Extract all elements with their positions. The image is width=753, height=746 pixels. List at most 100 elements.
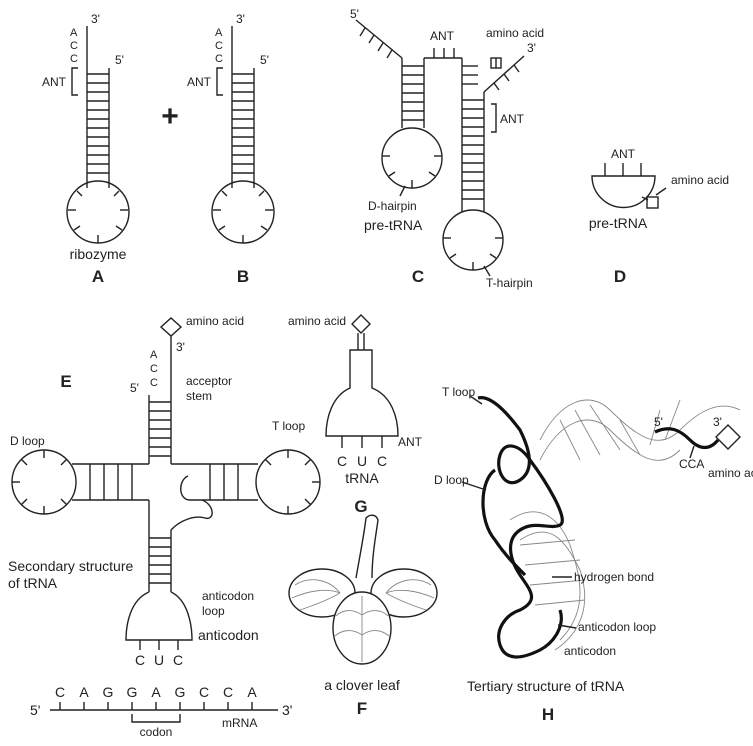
panel-f: a clover leaf F bbox=[288, 514, 438, 718]
panel-c-3prime-ticks bbox=[493, 64, 520, 91]
panel-c-t-loop bbox=[442, 209, 504, 271]
panel-c-d-loop-ticks bbox=[382, 155, 442, 188]
panel-e-anticodon-loop-1: anticodon bbox=[202, 589, 254, 603]
panel-f-stalk bbox=[355, 514, 379, 579]
panel-e: E amino acid 3' A C C 5' acceptor stem bbox=[8, 314, 321, 739]
panel-e-base-3: C bbox=[173, 652, 183, 668]
panel-g-ant: ANT bbox=[398, 435, 423, 449]
panel-b-ant: ANT bbox=[187, 75, 212, 89]
panel-d-ant: ANT bbox=[611, 147, 636, 161]
panel-e-amino-acid: amino acid bbox=[186, 314, 244, 328]
mrna-3prime: 3' bbox=[282, 702, 292, 718]
panel-h-cca: CCA bbox=[679, 457, 704, 471]
panel-a-cca-1: A bbox=[70, 27, 78, 39]
panel-e-d-loop: D loop bbox=[10, 434, 45, 448]
panel-b-ant-bracket bbox=[216, 67, 223, 96]
panel-e-t-loop-ticks bbox=[264, 450, 320, 514]
panel-a-3prime: 3' bbox=[91, 12, 100, 26]
plus-sign: + bbox=[161, 100, 179, 133]
mrna-label: mRNA bbox=[222, 716, 257, 730]
panel-a-loop bbox=[66, 180, 130, 244]
panel-c-caption: pre-tRNA bbox=[364, 217, 423, 233]
panel-e-d-loop-ticks bbox=[12, 450, 68, 514]
mrna-base-9: A bbox=[247, 684, 257, 700]
panel-e-letter: E bbox=[60, 372, 71, 391]
panel-e-d-arm-rungs bbox=[89, 464, 133, 500]
panel-c-ant-side: ANT bbox=[500, 112, 525, 126]
codon-bracket bbox=[131, 714, 181, 723]
panel-b-cca-1: A bbox=[215, 27, 223, 39]
panel-b-loop-ticks bbox=[213, 190, 273, 243]
panel-h-amino-acid-diamond bbox=[715, 424, 741, 450]
panel-e-variable-loop bbox=[170, 475, 213, 531]
panel-e-t-arm-rungs bbox=[209, 464, 239, 500]
panel-e-base-2: U bbox=[154, 652, 164, 668]
mrna-5prime: 5' bbox=[30, 702, 40, 718]
mrna-base-4: G bbox=[127, 684, 138, 700]
panel-c-d-loop bbox=[381, 127, 443, 189]
panel-b-letter: B bbox=[237, 267, 249, 286]
mrna-base-7: C bbox=[199, 684, 209, 700]
panel-b-stem-rungs bbox=[232, 73, 254, 174]
panel-b-cca-2: C bbox=[215, 40, 223, 52]
panel-c-ant-top: ANT bbox=[430, 29, 455, 43]
panel-e-title-1: Secondary structure bbox=[8, 558, 133, 574]
panel-c-ant-bracket bbox=[491, 103, 497, 133]
panel-b-5prime: 5' bbox=[260, 53, 269, 67]
panel-f-letter: F bbox=[357, 699, 367, 718]
mrna-base-8: C bbox=[223, 684, 233, 700]
panel-a-ant-bracket bbox=[71, 67, 78, 96]
panel-h-anticodon: anticodon bbox=[564, 644, 616, 658]
panel-c-t-hairpin: T-hairpin bbox=[486, 276, 533, 290]
panel-a-5prime: 5' bbox=[115, 53, 124, 67]
mrna-base-2: A bbox=[79, 684, 89, 700]
panel-e-cca-3: C bbox=[150, 377, 158, 389]
panel-f-leaf-veins bbox=[291, 579, 435, 662]
panel-c-5prime-ticks bbox=[359, 27, 393, 59]
panel-g-amino-acid-diamond bbox=[351, 314, 371, 334]
panel-e-3prime: 3' bbox=[176, 340, 185, 354]
panel-a-stem-rungs bbox=[87, 73, 109, 174]
panel-d: ANT amino acid pre-tRNA D bbox=[589, 147, 729, 286]
panel-g-body bbox=[325, 349, 399, 437]
panel-a-letter: A bbox=[92, 267, 104, 286]
panel-e-acceptor-rungs bbox=[149, 401, 171, 457]
panel-c: ANT amino acid bbox=[350, 7, 544, 290]
panel-c-letter: C bbox=[412, 267, 424, 286]
panel-e-title-2: of tRNA bbox=[8, 575, 58, 591]
panel-b-cca-3: C bbox=[215, 53, 223, 65]
panel-c-5prime: 5' bbox=[350, 7, 359, 21]
panel-c-amino-acid: amino acid bbox=[486, 26, 544, 40]
panel-a-ant: ANT bbox=[42, 75, 67, 89]
mrna-base-1: C bbox=[55, 684, 65, 700]
panel-a-cca-2: C bbox=[70, 40, 78, 52]
panel-g-base-3: C bbox=[377, 453, 387, 469]
panel-e-base-1: C bbox=[135, 652, 145, 668]
panel-h-caption: Tertiary structure of tRNA bbox=[467, 678, 625, 694]
panel-g-base-1: C bbox=[337, 453, 347, 469]
panel-c-3prime: 3' bbox=[527, 41, 536, 55]
panel-h-d-loop-strand bbox=[481, 468, 527, 577]
panel-c-t-loop-ticks bbox=[443, 237, 503, 270]
panel-e-acceptor-2: stem bbox=[186, 389, 212, 403]
panel-g: amino acid C U C tRNA ANT G bbox=[288, 314, 423, 516]
panel-h-hydrogen-bond: hydrogen bond bbox=[574, 570, 654, 584]
panel-g-letter: G bbox=[354, 497, 367, 516]
panel-b-loop bbox=[211, 180, 275, 244]
panel-e-cca-1: A bbox=[150, 349, 158, 361]
panel-d-half-disc bbox=[591, 175, 656, 209]
panel-d-amino-acid: amino acid bbox=[671, 173, 729, 187]
panel-e-anticodon-label: anticodon bbox=[198, 627, 259, 643]
panel-d-letter: D bbox=[614, 267, 626, 286]
mrna-base-5: A bbox=[151, 684, 161, 700]
panel-e-acceptor-1: acceptor bbox=[186, 374, 232, 388]
panel-e-anticodon-loop-2: loop bbox=[202, 604, 225, 618]
panel-e-anticodon-loop bbox=[125, 591, 193, 641]
panel-e-amino-acid-diamond bbox=[159, 317, 183, 337]
panel-d-amino-acid-box bbox=[646, 196, 659, 209]
panel-e-t-loop: T loop bbox=[272, 419, 305, 433]
mrna-base-6: G bbox=[175, 684, 186, 700]
panel-h-backbone bbox=[477, 396, 564, 659]
panel-g-amino-acid: amino acid bbox=[288, 314, 346, 328]
